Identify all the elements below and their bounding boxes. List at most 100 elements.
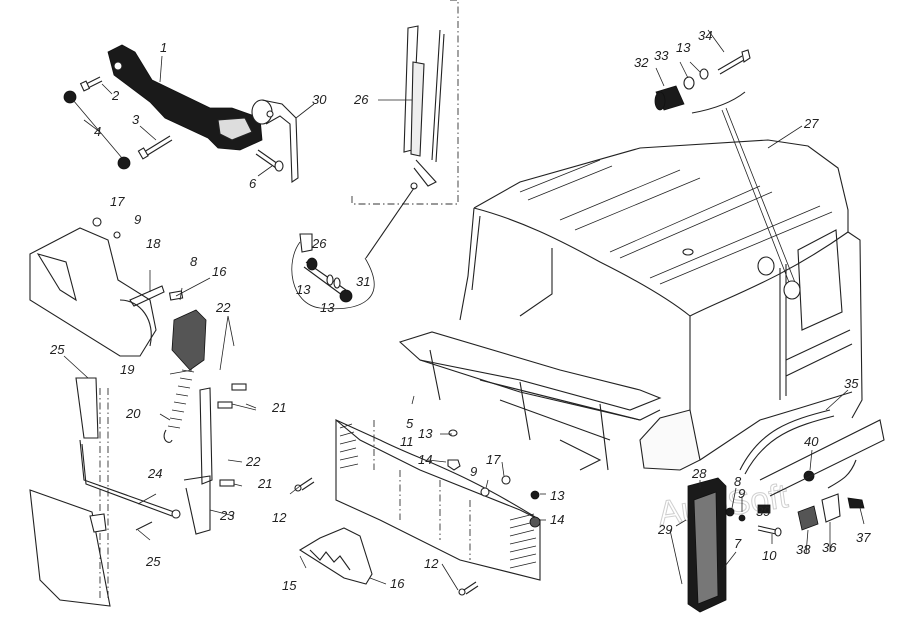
callout-3: 3 bbox=[132, 112, 140, 127]
callout-1: 1 bbox=[160, 40, 167, 55]
leader-line bbox=[72, 99, 123, 159]
leader-line-detail bbox=[365, 187, 415, 259]
part-10-screw bbox=[757, 525, 782, 537]
part-40-nut bbox=[803, 470, 815, 482]
part-21-pin-upper bbox=[231, 383, 247, 391]
callout-29: 29 bbox=[657, 522, 672, 537]
callout-12-bottom: 12 bbox=[424, 556, 439, 571]
part-7-fender-bracket bbox=[687, 477, 727, 613]
part-32-bushing bbox=[654, 85, 685, 111]
cab-body bbox=[459, 139, 863, 475]
callout-13-front: 13 bbox=[418, 426, 433, 441]
callout-23: 23 bbox=[219, 508, 235, 523]
callout-36: 36 bbox=[822, 540, 837, 555]
callout-40: 40 bbox=[804, 434, 819, 449]
callout-5: 5 bbox=[406, 416, 414, 431]
bracket-frame bbox=[351, 0, 459, 205]
part-11-lower-panel bbox=[335, 418, 541, 581]
callout-17-left: 17 bbox=[110, 194, 125, 209]
part-34-bolt bbox=[717, 49, 751, 75]
part-13-lock-washer-top bbox=[699, 68, 709, 80]
callout-18: 18 bbox=[146, 236, 161, 251]
part-35-side-panel bbox=[759, 419, 885, 497]
part-36-plate bbox=[821, 493, 841, 523]
callout-2: 2 bbox=[111, 88, 120, 103]
part-16-bolt-left bbox=[168, 290, 184, 301]
callout-34: 34 bbox=[698, 28, 712, 43]
callout-39: 39 bbox=[756, 504, 770, 519]
callout-26-detail: 26 bbox=[311, 236, 327, 251]
part-30-bracket bbox=[251, 99, 299, 184]
callout-28: 28 bbox=[691, 466, 707, 481]
callout-4: 4 bbox=[94, 124, 101, 139]
part-18-bracket bbox=[129, 285, 165, 307]
callout-35: 35 bbox=[844, 376, 859, 391]
part-19-hinge bbox=[171, 309, 207, 371]
part-17-nut-front bbox=[501, 475, 511, 485]
callout-33: 33 bbox=[654, 48, 669, 63]
callout-38: 38 bbox=[796, 542, 811, 557]
part-21-pin-middle bbox=[217, 401, 233, 409]
part-23-lever bbox=[183, 387, 213, 535]
part-15-mud-guard-bracket bbox=[298, 527, 373, 585]
callout-27: 27 bbox=[803, 116, 819, 131]
part-4-nut-lower bbox=[117, 156, 131, 170]
part-33-washer bbox=[683, 76, 695, 90]
callout-32: 32 bbox=[634, 55, 649, 70]
part-38-bushing bbox=[797, 505, 819, 531]
callout-21-top: 21 bbox=[271, 400, 286, 415]
part-26-hood-strut bbox=[403, 25, 445, 190]
callout-10: 10 bbox=[762, 548, 777, 563]
part-39-nut bbox=[757, 504, 771, 514]
callout-13-right: 13 bbox=[550, 488, 565, 503]
part-25-cotter-pin bbox=[135, 521, 153, 531]
callout-14-front: 14 bbox=[418, 452, 432, 467]
part-13-washer-front bbox=[448, 429, 458, 437]
callout-16-left: 16 bbox=[212, 264, 227, 279]
part-8-nut bbox=[725, 507, 735, 517]
callout-25-top: 25 bbox=[49, 342, 65, 357]
callout-25-bottom: 25 bbox=[145, 554, 161, 569]
detail-circle-strut-mount bbox=[291, 233, 375, 310]
part-1-suspension-bracket bbox=[107, 44, 263, 151]
callout-20: 20 bbox=[125, 406, 141, 421]
part-9-washer-right bbox=[738, 514, 746, 522]
part-12-screw-bottom bbox=[458, 581, 479, 596]
callout-13-detail-left: 13 bbox=[296, 282, 311, 297]
callout-13-top: 13 bbox=[676, 40, 691, 55]
callout-6: 6 bbox=[249, 176, 257, 191]
callout-24: 24 bbox=[147, 466, 162, 481]
part-2-bolt bbox=[79, 76, 103, 92]
part-20-spring bbox=[163, 369, 195, 443]
callout-26: 26 bbox=[353, 92, 369, 107]
leader-cab-mount bbox=[721, 107, 799, 291]
part-13-washer-right bbox=[530, 490, 540, 500]
callout-17-front: 17 bbox=[486, 452, 501, 467]
callout-30: 30 bbox=[312, 92, 327, 107]
part-37-bolt bbox=[847, 497, 865, 509]
part-14-nut-front bbox=[447, 459, 461, 471]
part-17-nut-left bbox=[92, 217, 102, 227]
front-panel-5 bbox=[398, 331, 662, 471]
callout-8-right: 8 bbox=[734, 474, 742, 489]
callout-21-bottom: 21 bbox=[257, 476, 272, 491]
leader-lines bbox=[63, 29, 865, 591]
part-mud-flap-bracket bbox=[75, 377, 181, 600]
callout-9-front: 9 bbox=[470, 464, 477, 479]
part-14-nut-right bbox=[529, 516, 541, 528]
callout-12-left: 12 bbox=[272, 510, 287, 525]
callout-15: 15 bbox=[282, 578, 297, 593]
callout-9-left: 9 bbox=[134, 212, 141, 227]
part-6-bolt bbox=[255, 149, 284, 172]
callout-22-top: 22 bbox=[215, 300, 231, 315]
part-21-pin-lower bbox=[219, 479, 235, 487]
part-9-washer-front bbox=[480, 487, 490, 497]
callout-labels: 1 2 3 4 6 30 26 26 13 13 31 32 33 13 34 … bbox=[49, 28, 871, 593]
callout-8-left: 8 bbox=[190, 254, 198, 269]
callout-14-right: 14 bbox=[550, 512, 564, 527]
callout-37: 37 bbox=[856, 530, 871, 545]
callout-16-bottom: 16 bbox=[390, 576, 405, 591]
part-mud-flap bbox=[29, 489, 111, 607]
part-12-screw-left bbox=[294, 477, 315, 492]
